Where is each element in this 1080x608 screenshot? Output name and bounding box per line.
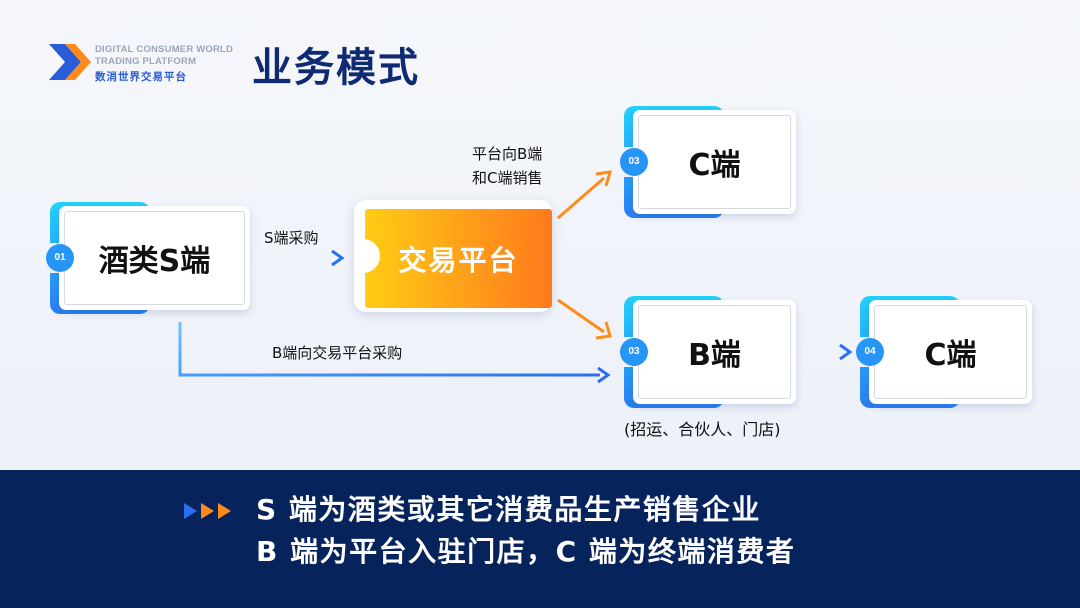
node-c-top: 03 C端 [620,106,796,218]
node-c-right-label: C端 [924,338,977,373]
node-platform: 交易平台 [354,200,552,312]
node-c-right-number: 04 [856,338,884,366]
node-c-top-label: C端 [688,148,741,183]
brand-logo-icon [49,44,91,80]
arrow-s-to-b [178,322,611,384]
footer-line-1: S 端为酒类或其它消费品生产销售企业 [256,493,761,526]
edge-label-s-purchase: S端采购 [264,229,319,247]
brand-name-en: DIGITAL CONSUMER WORLD TRADING PLATFORM [95,44,233,68]
edge-label-platform-sales-line1: 平台向B端 [472,145,543,163]
edge-label-platform-sales-line2: 和C端销售 [472,169,543,187]
node-b-note: (招运、合伙人、门店) [624,420,781,439]
connector-layer [178,170,853,384]
triple-triangle-icon [184,503,231,519]
node-s: 01 酒类S端 [46,202,250,314]
brand-name-en-line2: TRADING PLATFORM [95,56,197,67]
arrow-s-to-platform [262,249,345,267]
arrow-platform-to-c [557,170,613,220]
node-s-number: 01 [46,244,74,272]
brand-name-cn: 数消世界交易平台 [95,71,187,83]
arrow-platform-to-b [557,298,612,340]
node-c-right: 04 C端 [856,296,1032,408]
footer-banner: S 端为酒类或其它消费品生产销售企业 B 端为平台入驻门店，C 端为终端消费者 [0,470,1080,608]
node-b: 03 B端 [620,296,796,408]
node-b-label: B端 [688,338,741,373]
node-platform-label: 交易平台 [398,243,519,277]
node-b-number: 03 [620,338,648,366]
node-s-label: 酒类S端 [98,244,211,279]
edge-label-b-purchase: B端向交易平台采购 [272,344,403,362]
page-title: 业务模式 [252,45,420,91]
edge-label-platform-sales: 平台向B端 和C端销售 [472,142,542,190]
footer-line-2: B 端为平台入驻门店，C 端为终端消费者 [256,535,796,568]
node-c-top-number: 03 [620,148,648,176]
arrow-b-to-c [806,343,853,361]
brand-name-en-line1: DIGITAL CONSUMER WORLD [95,44,234,55]
